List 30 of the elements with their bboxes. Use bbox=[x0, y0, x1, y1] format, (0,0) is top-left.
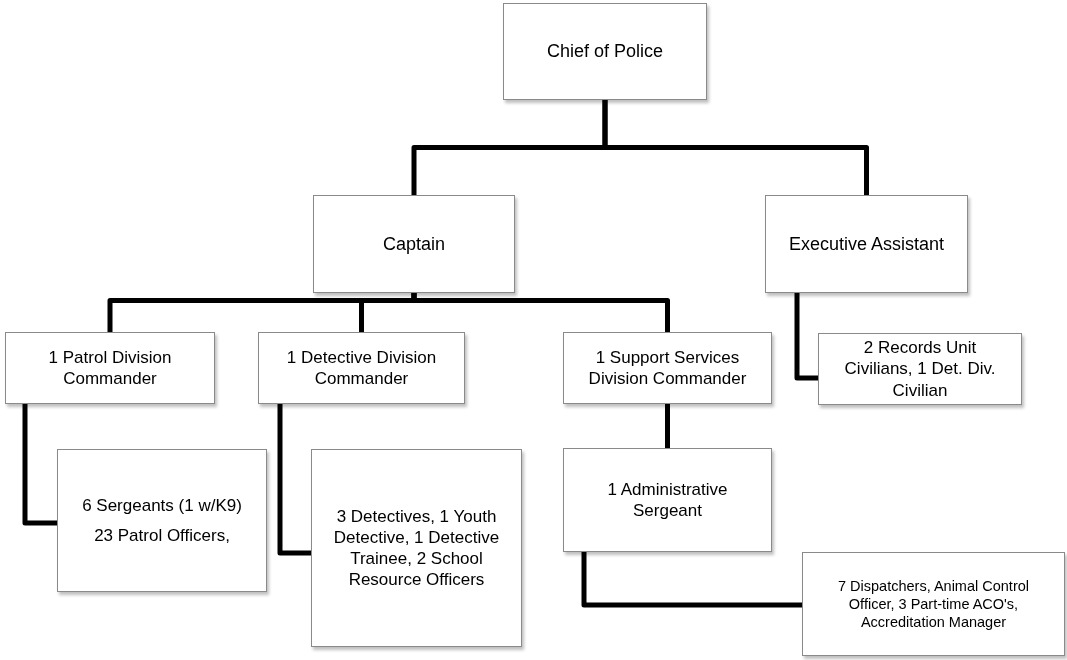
role-box bbox=[313, 195, 515, 293]
connector-line bbox=[411, 293, 670, 332]
connector-line bbox=[602, 100, 869, 195]
role-text: 3 Detectives, 1 Youth Detective, 1 Detective Trainee, 2 School Resource Officers bbox=[332, 505, 501, 591]
role-text: 1 Patrol Division Commander bbox=[47, 346, 173, 390]
connector-line bbox=[794, 293, 818, 381]
role-text: 2 Records Unit Civilians, 1 Det. Div. Civilian bbox=[843, 337, 997, 401]
role-box bbox=[765, 195, 968, 293]
role-text: Chief of Police bbox=[546, 40, 664, 63]
role-box bbox=[258, 332, 465, 404]
role-text: 6 Sergeants (1 w/K9) bbox=[82, 495, 242, 517]
role-box bbox=[563, 448, 772, 552]
role-text: 1 Administrative Sergeant bbox=[606, 478, 729, 522]
role-box bbox=[311, 449, 522, 647]
role-text: Executive Assistant bbox=[788, 232, 945, 256]
connector-line bbox=[665, 404, 670, 448]
role-text: 7 Dispatchers, Animal Control Officer, 3 Part-time ACO's, Accreditation Manager bbox=[837, 576, 1030, 632]
role-box bbox=[818, 333, 1022, 405]
role-box bbox=[563, 332, 772, 404]
role-text: 23 Patrol Officers, bbox=[94, 524, 230, 546]
role-text: 1 Detective Division Commander bbox=[285, 346, 438, 390]
role-box bbox=[802, 552, 1065, 656]
role-text: 1 Support Services Division Commander bbox=[587, 346, 748, 390]
role-box bbox=[57, 449, 267, 592]
connector-line bbox=[581, 552, 802, 608]
connector-line bbox=[277, 404, 311, 556]
role-box bbox=[5, 332, 215, 404]
connector-line bbox=[22, 404, 57, 526]
chief-box bbox=[503, 3, 707, 100]
role-text: Captain bbox=[382, 232, 445, 256]
